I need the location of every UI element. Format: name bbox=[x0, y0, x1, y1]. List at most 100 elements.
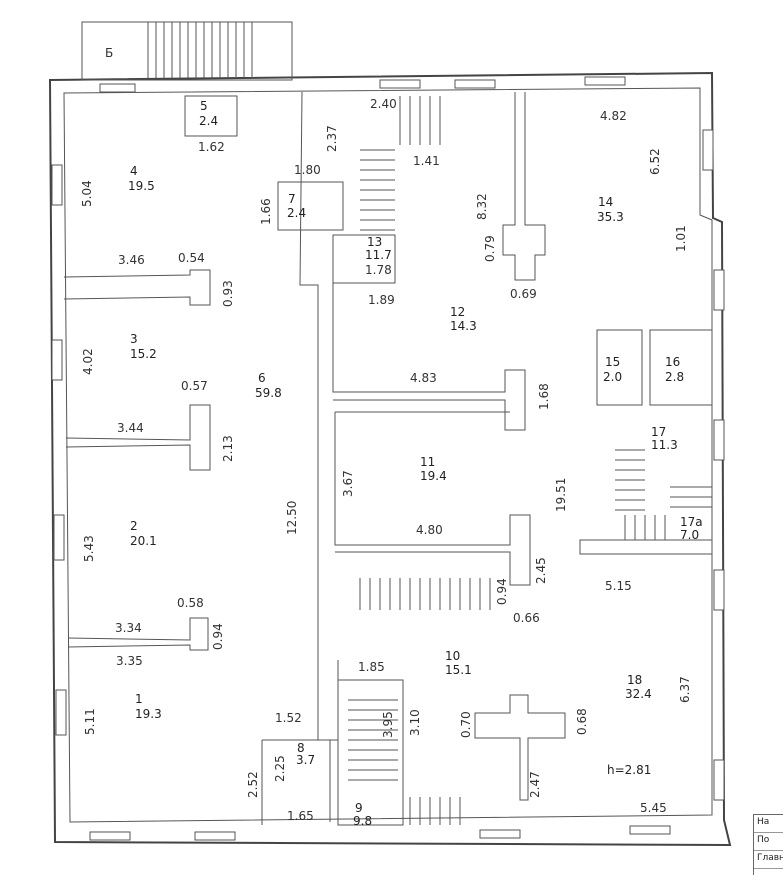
dim: 0.66 bbox=[513, 611, 540, 625]
room-18-area: 32.4 bbox=[625, 687, 652, 701]
room-14-num: 14 bbox=[598, 195, 613, 209]
room-17-area: 11.3 bbox=[651, 438, 678, 452]
window bbox=[479, 829, 521, 839]
title-block-line-3: Главн bbox=[754, 851, 783, 869]
title-block-line-2: По bbox=[754, 833, 783, 851]
room-14-area: 35.3 bbox=[597, 210, 624, 224]
dim: 5.43 bbox=[82, 535, 96, 562]
dim: 4.83 bbox=[410, 371, 437, 385]
stairs-10 bbox=[359, 578, 491, 610]
dim: 2.45 bbox=[534, 557, 548, 584]
partition bbox=[65, 404, 211, 471]
room-7-num: 7 bbox=[288, 192, 296, 206]
dimension-labels: 2.40 2.37 1.62 1.80 1.41 4.82 6.52 5.04 … bbox=[80, 97, 692, 823]
room-labels: 1 19.3 2 20.1 3 15.2 4 19.5 5 2.4 6 59.8… bbox=[128, 99, 703, 828]
dim: 4.02 bbox=[81, 348, 95, 375]
window bbox=[713, 759, 725, 801]
window bbox=[51, 339, 63, 381]
dim: 1.01 bbox=[674, 225, 688, 252]
room-17a-partition bbox=[579, 539, 713, 555]
room-12-num: 12 bbox=[450, 305, 465, 319]
room-7-box bbox=[277, 181, 344, 231]
window bbox=[702, 129, 714, 171]
stairs-17 bbox=[615, 449, 712, 540]
dim: 4.80 bbox=[416, 523, 443, 537]
stairs-9 bbox=[348, 699, 461, 825]
room-2-num: 2 bbox=[130, 519, 138, 533]
room-10-num: 10 bbox=[445, 649, 460, 663]
dim: 6.37 bbox=[678, 676, 692, 703]
room-12-area: 14.3 bbox=[450, 319, 477, 333]
room-7-area: 2.4 bbox=[287, 206, 306, 220]
room-12-outline bbox=[332, 283, 526, 431]
room-13-box bbox=[332, 234, 396, 284]
dim: 3.46 bbox=[118, 253, 145, 267]
window bbox=[53, 514, 65, 561]
dim: 1.66 bbox=[259, 198, 273, 225]
room-15-num: 15 bbox=[605, 355, 620, 369]
dim: 0.57 bbox=[181, 379, 208, 393]
dim: 5.45 bbox=[640, 801, 667, 815]
entrance-porch bbox=[81, 21, 293, 81]
room-11-area: 19.4 bbox=[420, 469, 447, 483]
title-block-line-1: На bbox=[754, 815, 783, 833]
dim: 1.89 bbox=[368, 293, 395, 307]
title-block: На По Главн bbox=[753, 814, 783, 875]
window bbox=[194, 831, 236, 841]
dim: 1.41 bbox=[413, 154, 440, 168]
window bbox=[584, 76, 626, 86]
dim: 2.52 bbox=[246, 771, 260, 798]
corridor-wall bbox=[299, 91, 339, 741]
dim: 8.32 bbox=[475, 193, 489, 220]
window bbox=[89, 831, 131, 841]
room-18-num: 18 bbox=[627, 673, 642, 687]
dim: 1.65 bbox=[287, 809, 314, 823]
room-4-num: 4 bbox=[130, 164, 138, 178]
room-5-area: 2.4 bbox=[199, 114, 218, 128]
room-17a-num: 17а bbox=[680, 515, 703, 529]
dim: 5.15 bbox=[605, 579, 632, 593]
room-6-area: 59.8 bbox=[255, 386, 282, 400]
room-17-num: 17 bbox=[651, 425, 666, 439]
window bbox=[713, 569, 725, 611]
room-9-num: 9 bbox=[355, 801, 363, 815]
window bbox=[51, 164, 63, 206]
dim: 2.13 bbox=[221, 435, 235, 462]
room-4-area: 19.5 bbox=[128, 179, 155, 193]
dim: 12.50 bbox=[285, 501, 299, 535]
dim: 0.93 bbox=[221, 280, 235, 307]
window bbox=[454, 79, 496, 89]
outer-wall bbox=[48, 71, 732, 847]
room-9-box bbox=[337, 679, 404, 826]
room-15-area: 2.0 bbox=[603, 370, 622, 384]
room-3-num: 3 bbox=[130, 332, 138, 346]
dim: 5.04 bbox=[80, 180, 94, 207]
room-5-box bbox=[184, 95, 238, 137]
dim: 1.78 bbox=[365, 263, 392, 277]
dim: 2.40 bbox=[370, 97, 397, 111]
dim: 0.79 bbox=[483, 235, 497, 262]
room-11-num: 11 bbox=[420, 455, 435, 469]
dim: 3.10 bbox=[408, 709, 422, 736]
room-10-area: 15.1 bbox=[445, 663, 472, 677]
dim: 4.82 bbox=[600, 109, 627, 123]
room-13-num: 13 bbox=[367, 235, 382, 249]
dim: 1.80 bbox=[294, 163, 321, 177]
partition bbox=[67, 617, 209, 651]
room-5-num: 5 bbox=[200, 99, 208, 113]
stairs-13 bbox=[360, 96, 441, 231]
room-11-outline bbox=[334, 411, 531, 586]
ceiling-height-note: h=2.81 bbox=[607, 763, 651, 777]
partition bbox=[63, 269, 211, 306]
room-6-num: 6 bbox=[258, 371, 266, 385]
room-16-box bbox=[649, 329, 713, 406]
dim: 0.58 bbox=[177, 596, 204, 610]
dim: 0.94 bbox=[495, 578, 509, 605]
pillar bbox=[474, 694, 566, 801]
dim: 2.37 bbox=[325, 125, 339, 152]
dim: 5.11 bbox=[83, 708, 97, 735]
room-9-area: 9.8 bbox=[353, 814, 372, 828]
window bbox=[629, 825, 671, 835]
room-3-area: 15.2 bbox=[130, 347, 157, 361]
